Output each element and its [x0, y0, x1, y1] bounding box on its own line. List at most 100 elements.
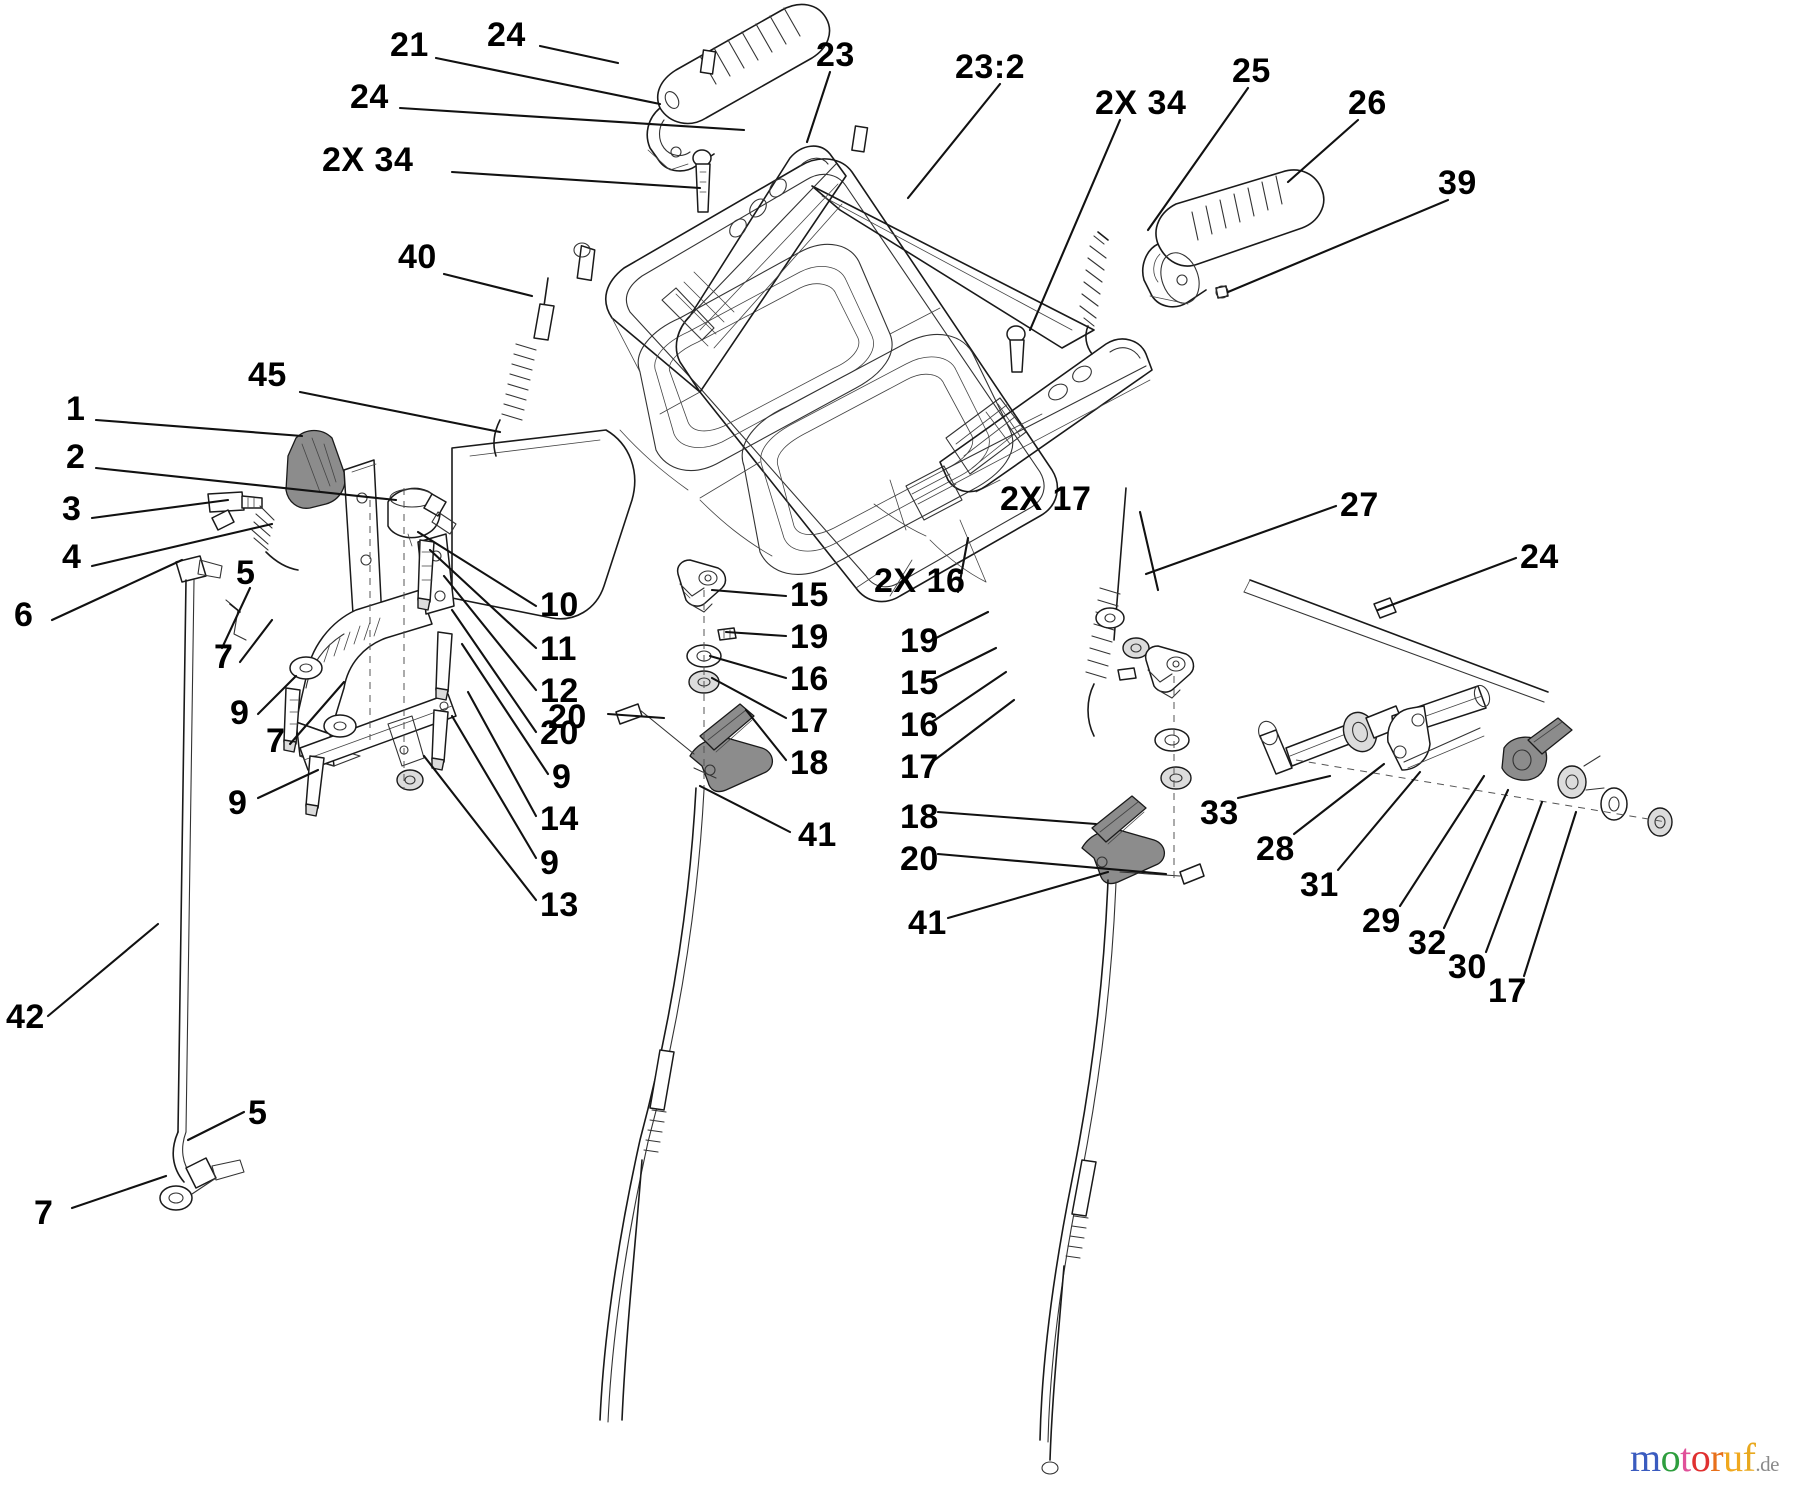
bolt-9a — [283, 687, 301, 753]
callout-40[interactable]: 40 — [398, 238, 437, 276]
watermark-letters: motoruf — [1630, 1435, 1756, 1480]
callout-17[interactable]: 17 — [790, 702, 829, 740]
leader-line-11 — [428, 548, 538, 650]
callout-16[interactable]: 16 — [790, 660, 829, 698]
callout-26[interactable]: 26 — [1348, 84, 1387, 122]
callout-20[interactable]: 20 — [540, 714, 579, 752]
callout-19[interactable]: 19 — [790, 618, 829, 656]
callout-7[interactable]: 7 — [266, 722, 286, 760]
callout-13[interactable]: 13 — [540, 886, 579, 924]
washer-16-right — [1154, 728, 1190, 752]
handle-housing-cover — [604, 158, 1059, 603]
callout-2x-34[interactable]: 2X 34 — [322, 141, 414, 179]
callout-5[interactable]: 5 — [248, 1094, 268, 1132]
washer-7b — [323, 714, 357, 738]
bracket-15-right — [1144, 645, 1195, 699]
callout-45[interactable]: 45 — [248, 356, 287, 394]
callout-9[interactable]: 9 — [552, 758, 572, 796]
leader-line-7 — [238, 618, 274, 664]
screw-19-center — [717, 627, 737, 641]
callout-31[interactable]: 31 — [1300, 866, 1339, 904]
spring-4 — [251, 505, 299, 571]
callout-41[interactable]: 41 — [798, 816, 837, 854]
lever-arm-32 — [1501, 717, 1573, 781]
callout-15[interactable]: 15 — [790, 576, 829, 614]
leader-line-45 — [298, 390, 502, 434]
callout-14[interactable]: 14 — [540, 800, 579, 838]
leader-line-40 — [442, 272, 534, 298]
leader-line-5 — [186, 1110, 246, 1142]
callout-41[interactable]: 41 — [908, 904, 947, 942]
callout-7[interactable]: 7 — [214, 638, 234, 676]
callout-25[interactable]: 25 — [1232, 52, 1271, 90]
leader-line-2 — [94, 466, 398, 502]
bolt-9b — [305, 755, 325, 817]
leader-line-23-2 — [906, 82, 1002, 200]
watermark-letter-2: t — [1680, 1435, 1691, 1480]
callout-10[interactable]: 10 — [540, 586, 579, 624]
leader-line-12 — [442, 574, 538, 692]
lower-skirt — [451, 429, 636, 620]
callout-17[interactable]: 17 — [1488, 972, 1527, 1010]
leader-line-32 — [1442, 788, 1510, 930]
watermark-letter-5: u — [1723, 1435, 1743, 1480]
callout-23-2[interactable]: 23:2 — [955, 48, 1026, 86]
rod-end-bottom — [159, 1157, 245, 1211]
leader-line-6 — [50, 558, 184, 622]
callout-18[interactable]: 18 — [790, 744, 829, 782]
callout-2x-16[interactable]: 2X 16 — [874, 562, 966, 600]
leader-line-26 — [1286, 118, 1360, 184]
callout-3[interactable]: 3 — [62, 490, 82, 528]
callout-17[interactable]: 17 — [900, 748, 939, 786]
callout-20[interactable]: 20 — [900, 840, 939, 878]
watermark-letter-6: f — [1742, 1435, 1756, 1480]
callout-24[interactable]: 24 — [1520, 538, 1559, 576]
callout-39[interactable]: 39 — [1438, 164, 1477, 202]
callout-7[interactable]: 7 — [34, 1194, 54, 1232]
leader-line-31 — [1336, 770, 1422, 872]
leader-line-25 — [1146, 86, 1250, 232]
callout-20[interactable]: 20 — [548, 698, 587, 736]
bolt-14 — [431, 709, 449, 771]
leader-line-15 — [930, 646, 998, 682]
callout-24[interactable]: 24 — [350, 78, 389, 116]
control-lever-18-right — [1081, 795, 1165, 885]
center-bracket-15 — [676, 559, 727, 613]
callout-18[interactable]: 18 — [900, 798, 939, 836]
callout-4[interactable]: 4 — [62, 538, 82, 576]
callout-12[interactable]: 12 — [540, 672, 579, 710]
callout-24[interactable]: 24 — [487, 16, 526, 54]
callout-19[interactable]: 19 — [900, 622, 939, 660]
callout-2x-34[interactable]: 2X 34 — [1095, 84, 1187, 122]
spring-40 — [493, 277, 555, 457]
callout-27[interactable]: 27 — [1340, 486, 1379, 524]
callout-33[interactable]: 33 — [1200, 794, 1239, 832]
callout-21[interactable]: 21 — [390, 26, 429, 64]
callout-11[interactable]: 11 — [540, 630, 577, 668]
callout-9[interactable]: 9 — [230, 694, 250, 732]
callout-30[interactable]: 30 — [1448, 948, 1487, 986]
callout-28[interactable]: 28 — [1256, 830, 1295, 868]
leader-line-17 — [710, 676, 788, 720]
callout-42[interactable]: 42 — [6, 998, 45, 1036]
washer-7a — [289, 656, 323, 680]
callout-16[interactable]: 16 — [900, 706, 939, 744]
callout-32[interactable]: 32 — [1408, 924, 1447, 962]
leader-line-23 — [805, 70, 832, 144]
callout-2x-17[interactable]: 2X 17 — [1000, 480, 1092, 518]
callout-29[interactable]: 29 — [1362, 902, 1401, 940]
callout-2[interactable]: 2 — [66, 438, 86, 476]
callout-5[interactable]: 5 — [236, 554, 256, 592]
callout-23[interactable]: 23 — [816, 36, 855, 74]
callout-9[interactable]: 9 — [540, 844, 560, 882]
callout-6[interactable]: 6 — [14, 596, 34, 634]
callout-1[interactable]: 1 — [66, 390, 86, 428]
cable-41-right — [1039, 879, 1117, 1475]
washer-2x16-right — [1095, 607, 1125, 629]
left-handle-grip — [646, 3, 831, 172]
leader-line-17 — [930, 698, 1016, 764]
callout-15[interactable]: 15 — [900, 664, 939, 702]
callout-9[interactable]: 9 — [228, 784, 248, 822]
nut-13 — [396, 769, 424, 791]
